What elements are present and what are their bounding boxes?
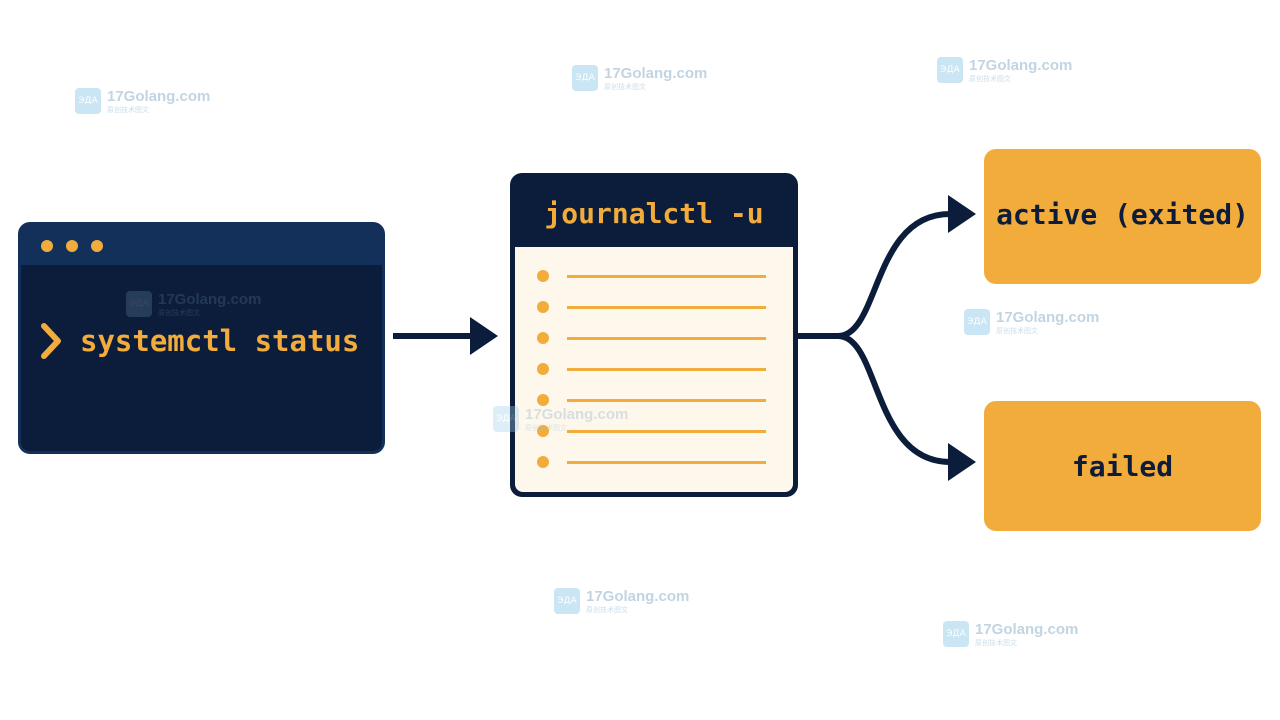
watermark-logo-icon: ЭДА [572,65,598,91]
terminal-title-bar [21,225,382,265]
log-line [515,393,793,407]
terminal-command: systemctl status [80,324,360,358]
log-bullet-icon [537,301,549,313]
watermark: ЭДА 17Golang.com 原创技术图文 [937,57,1087,87]
watermark-logo-icon: ЭДА [75,88,101,114]
watermark-text: 17Golang.com [586,588,690,605]
watermark-logo-icon: ЭДА [493,406,519,432]
log-line-rule [567,275,766,278]
watermark-subtext: 原创技术图文 [975,639,1017,647]
watermark-subtext: 原创技术图文 [604,83,646,91]
log-line [515,300,793,314]
branch-to-active-head [948,195,976,233]
watermark-text: 17Golang.com [107,88,211,105]
log-line-rule [567,399,766,402]
log-bullet-icon [537,363,549,375]
watermark-text: 17Golang.com [525,406,629,423]
watermark-text: 17Golang.com [158,291,262,308]
watermark-subtext: 原创技术图文 [969,75,1011,83]
window-dot-icon [91,240,103,252]
watermark: ЭДА 17Golang.com 原创技术图文 [554,588,704,618]
arrow-terminal-to-logs-head [470,317,498,355]
log-line-rule [567,337,766,340]
log-line [515,362,793,376]
log-line-rule [567,368,766,371]
chevron-right-icon [41,323,61,359]
watermark-logo-icon: ЭДА [943,621,969,647]
watermark-logo-icon: ЭДА [554,588,580,614]
watermark: ЭДА 17Golang.com 原创技术图文 [572,65,722,95]
log-line-rule [567,430,766,433]
watermark: ЭДА 17Golang.com 原创技术图文 [943,621,1093,651]
log-panel-title: journalctl -u [544,197,764,230]
watermark-subtext: 原创技术图文 [158,309,200,317]
log-line [515,269,793,283]
terminal-body [27,265,376,445]
watermark-subtext: 原创技术图文 [107,106,149,114]
watermark-subtext: 原创技术图文 [586,606,628,614]
window-dot-icon [66,240,78,252]
log-bullet-icon [537,394,549,406]
branch-to-failed-head [948,443,976,481]
watermark-logo-icon: ЭДА [937,57,963,83]
log-panel-body [515,247,793,492]
log-panel: journalctl -u [510,173,798,497]
branch-to-failed [837,333,951,465]
window-dot-icon [41,240,53,252]
log-bullet-icon [537,332,549,344]
outcome-failed-label: failed [1071,449,1174,483]
watermark: ЭДА 17Golang.com 原创技术图文 [493,406,643,436]
watermark-text: 17Golang.com [969,57,1073,74]
outcome-failed-box: failed [984,401,1261,531]
watermark-logo-icon: ЭДА [126,291,152,317]
terminal-window [18,222,385,454]
log-bullet-icon [537,425,549,437]
log-line-rule [567,461,766,464]
outcome-active-box: active (exited) [984,149,1261,284]
watermark-text: 17Golang.com [996,309,1100,326]
outcome-active-label: active (exited) [996,198,1249,231]
watermark: ЭДА 17Golang.com 原创技术图文 [75,88,225,118]
branch-to-active [837,211,951,339]
log-line-rule [567,306,766,309]
watermark-subtext: 原创技术图文 [525,424,567,432]
log-line [515,424,793,438]
log-bullet-icon [537,456,549,468]
watermark-text: 17Golang.com [604,65,708,82]
watermark-text: 17Golang.com [975,621,1079,638]
watermark-logo-icon: ЭДА [964,309,990,335]
log-line [515,331,793,345]
log-bullet-icon [537,270,549,282]
watermark-subtext: 原创技术图文 [996,327,1038,335]
watermark: ЭДА 17Golang.com 原创技术图文 [964,309,1114,339]
watermark: ЭДА 17Golang.com 原创技术图文 [126,291,276,321]
log-line [515,455,793,469]
